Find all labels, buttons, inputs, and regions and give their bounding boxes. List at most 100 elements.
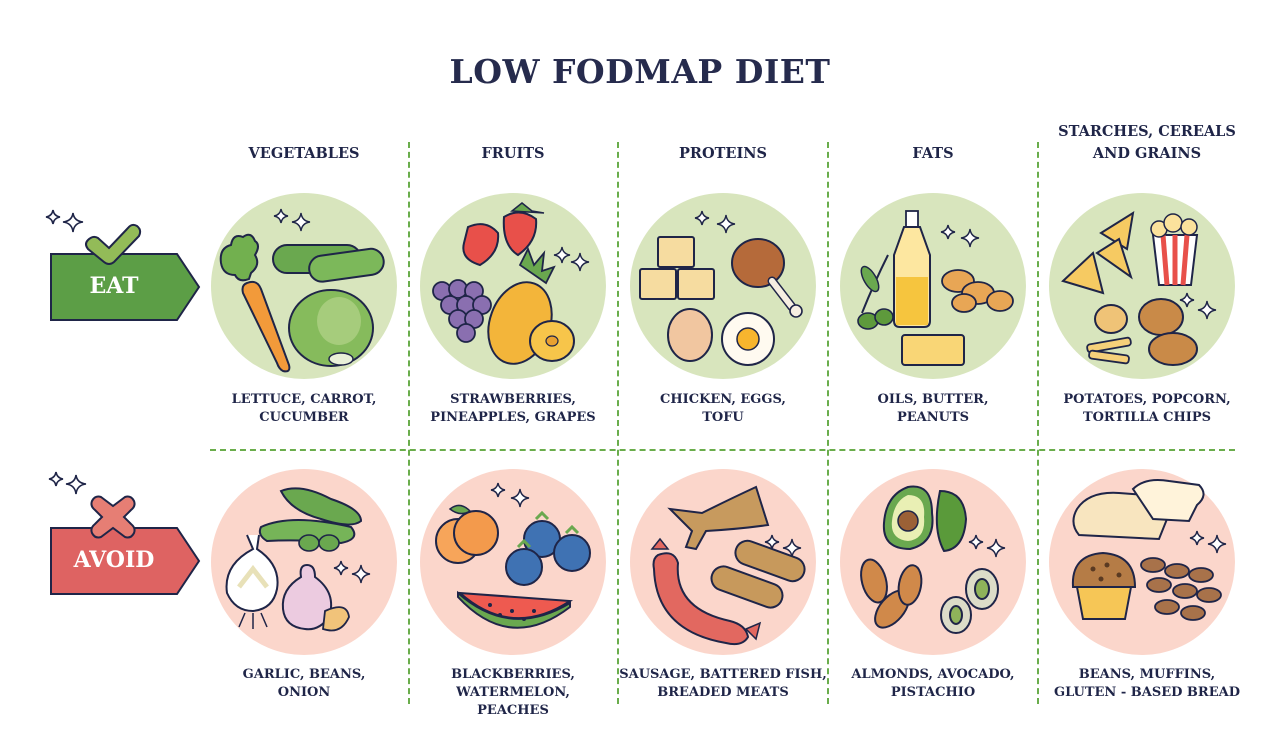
eat-vegetables-caption: LETTUCE, CARROT, CUCUMBER <box>199 391 409 427</box>
potato-icon <box>1094 298 1198 366</box>
column-header-vegetables: VEGETABLES <box>199 143 409 165</box>
sparkle-icon <box>47 469 97 503</box>
avoid-vegetables-caption: GARLIC, BEANS, ONION <box>199 666 409 702</box>
avoid-fats-caption: ALMONDS, AVOCADO, PISTACHIO <box>828 666 1038 702</box>
eat-badge: EAT <box>49 252 201 322</box>
column-divider <box>617 142 619 704</box>
caption-line: OILS, BUTTER, <box>877 392 989 407</box>
fried-egg-icon <box>721 312 775 366</box>
avoid-starches-caption: BEANS, MUFFINS, GLUTEN - BASED BREAD <box>1037 666 1257 702</box>
bread-icon <box>1072 479 1205 541</box>
sparkle-icon <box>694 210 736 234</box>
caption-line: BREADED MEATS <box>657 685 789 700</box>
blackberry-icon <box>505 510 591 586</box>
column-header-fruits: FRUITS <box>408 143 618 165</box>
column-header-fats: FATS <box>828 143 1038 165</box>
watermelon-icon <box>457 590 574 629</box>
chicken-leg-icon <box>731 238 803 318</box>
eat-fats-illustration <box>840 193 1026 379</box>
checkmark-icon <box>82 222 144 270</box>
caption-line: ONION <box>277 685 331 700</box>
avoid-fruits-caption: BLACKBERRIES, WATERMELON, PEACHES <box>408 666 618 720</box>
almond-icon <box>860 558 923 629</box>
caption-line: GLUTEN - BASED BREAD <box>1053 685 1240 700</box>
column-header-starches: STARCHES, CEREALS AND GRAINS <box>1037 121 1257 165</box>
pistachio-icon <box>940 568 999 634</box>
header-text: VEGETABLES <box>248 145 360 162</box>
eat-starches-caption: POTATOES, POPCORN, TORTILLA CHIPS <box>1037 391 1257 427</box>
caption-line: PINEAPPLES, GRAPES <box>430 410 596 425</box>
header-text: FRUITS <box>481 145 545 162</box>
column-divider <box>408 142 410 704</box>
popcorn-icon <box>1150 213 1199 286</box>
eat-vegetables-illustration <box>211 193 397 379</box>
beans-icon <box>1140 557 1222 621</box>
tofu-icon <box>639 236 715 300</box>
carrot-icon <box>219 233 291 373</box>
lettuce-icon <box>288 289 374 367</box>
avoid-proteins-caption: SAUSAGE, BATTERED FISH, BREADED MEATS <box>613 666 833 702</box>
muffin-icon <box>1071 551 1137 620</box>
sparkle-icon <box>490 482 530 508</box>
caption-line: WATERMELON, <box>456 685 570 700</box>
caption-line: SAUSAGE, BATTERED FISH, <box>619 667 827 682</box>
tortilla-chip-icon <box>1061 210 1135 295</box>
caption-line: TORTILLA CHIPS <box>1082 410 1212 425</box>
breaded-meat-icon <box>710 539 806 609</box>
page-title: LOW FODMAP DIET <box>449 52 831 91</box>
fries-icon <box>1086 336 1132 365</box>
caption-line: POTATOES, POPCORN, <box>1063 392 1231 407</box>
avoid-proteins-illustration <box>630 469 816 655</box>
caption-line: ALMONDS, AVOCADO, <box>851 667 1015 682</box>
caption-line: PEACHES <box>477 703 549 718</box>
sparkle-icon <box>273 208 311 232</box>
caption-line: CHICKEN, EGGS, <box>660 392 786 407</box>
sparkle-icon <box>968 534 1006 558</box>
header-text: PROTEINS <box>679 145 767 162</box>
caption-line: STRAWBERRIES, <box>450 392 576 407</box>
oil-bottle-icon <box>893 210 931 328</box>
avoid-vegetables-illustration <box>211 469 397 655</box>
sausage-icon <box>650 537 762 646</box>
avocado-icon <box>882 485 968 553</box>
header-text: FATS <box>912 145 954 162</box>
caption-line: LETTUCE, CARROT, <box>231 392 377 407</box>
column-header-proteins: PROTEINS <box>618 143 828 165</box>
caption-line: BLACKBERRIES, <box>451 667 575 682</box>
sparkle-icon <box>1189 530 1227 554</box>
butter-icon <box>901 334 965 366</box>
caption-line: BEANS, MUFFINS, <box>1078 667 1216 682</box>
caption-line: CUCUMBER <box>259 410 349 425</box>
eat-fruits-illustration <box>420 193 606 379</box>
avoid-fruits-illustration <box>420 469 606 655</box>
eat-fruits-caption: STRAWBERRIES, PINEAPPLES, GRAPES <box>408 391 618 427</box>
battered-fish-icon <box>667 485 770 551</box>
header-text-line2: AND GRAINS <box>1092 145 1202 162</box>
caption-line: PEANUTS <box>896 410 970 425</box>
sparkle-icon <box>553 246 590 272</box>
egg-icon <box>667 308 713 362</box>
caption-line: TOFU <box>702 410 744 425</box>
eat-proteins-illustration <box>630 193 816 379</box>
cross-icon <box>89 493 137 545</box>
eat-fats-caption: OILS, BUTTER, PEANUTS <box>828 391 1038 427</box>
avoid-label: AVOID <box>73 547 155 573</box>
avoid-starches-illustration <box>1049 469 1235 655</box>
sparkle-icon <box>333 560 371 584</box>
caption-line: GARLIC, BEANS, <box>242 667 366 682</box>
eat-starches-illustration <box>1049 193 1235 379</box>
peach-icon <box>435 504 499 564</box>
onion-icon <box>225 534 279 629</box>
row-divider <box>210 449 1235 451</box>
column-divider <box>827 142 829 704</box>
caption-line: PISTACHIO <box>890 685 976 700</box>
avoid-badge: AVOID <box>49 526 201 596</box>
grapes-icon <box>432 279 492 343</box>
garlic-icon <box>281 563 350 632</box>
eat-label: EAT <box>89 273 139 299</box>
beans-icon <box>258 487 363 552</box>
avoid-fats-illustration <box>840 469 1026 655</box>
peanut-icon <box>941 269 1014 313</box>
eat-proteins-caption: CHICKEN, EGGS, TOFU <box>618 391 828 427</box>
strawberry-icon <box>462 202 545 267</box>
